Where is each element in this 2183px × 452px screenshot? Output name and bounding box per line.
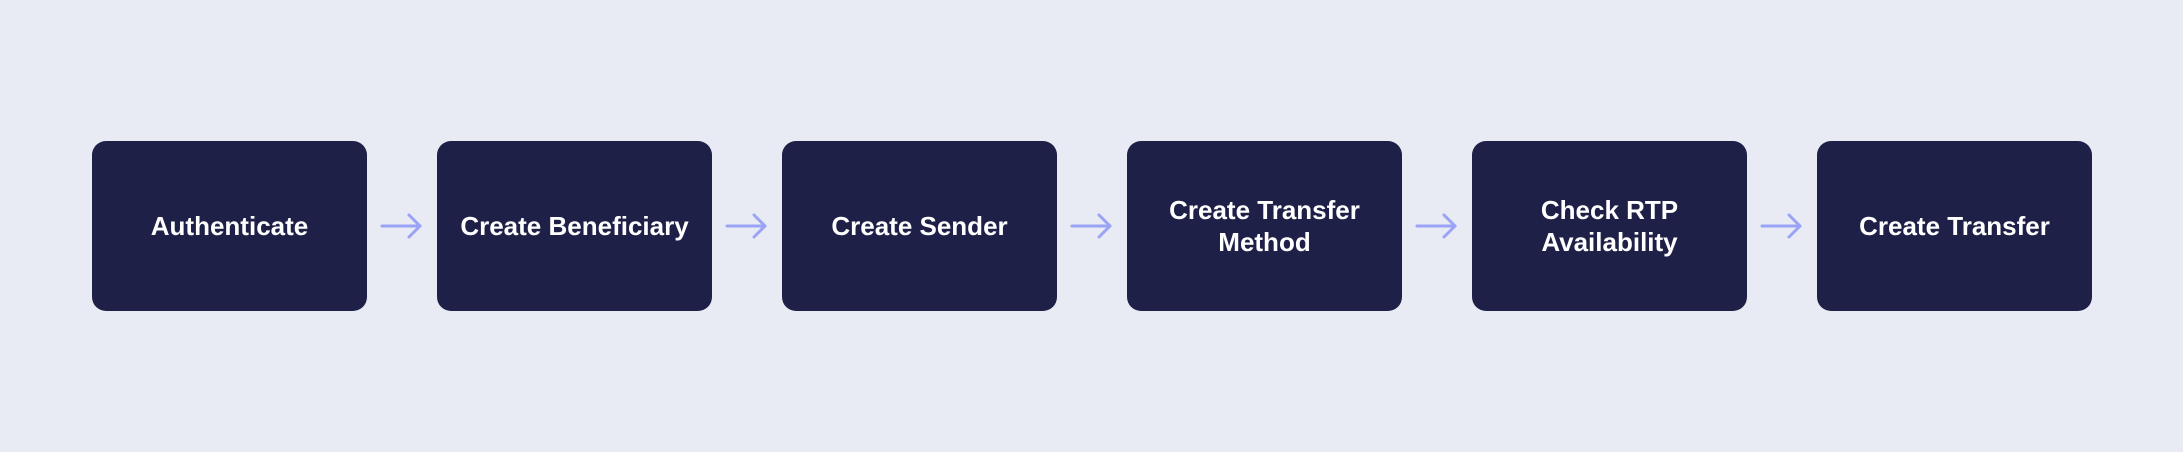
arrow-right-icon [1070,213,1112,239]
connector-5 [1747,141,1817,311]
arrow-right-icon [725,213,767,239]
step-create-beneficiary: Create Beneficiary [437,141,712,311]
step-authenticate: Authenticate [92,141,367,311]
step-check-rtp-availability: Check RTP Availability [1472,141,1747,311]
connector-2 [712,141,782,311]
process-flow: Authenticate Create Beneficiary Create S… [92,141,2092,311]
arrow-right-icon [380,213,422,239]
connector-3 [1057,141,1127,311]
step-create-transfer-method: Create Transfer Method [1127,141,1402,311]
step-create-sender: Create Sender [782,141,1057,311]
connector-4 [1402,141,1472,311]
arrow-right-icon [1760,213,1802,239]
step-create-transfer: Create Transfer [1817,141,2092,311]
connector-1 [367,141,437,311]
arrow-right-icon [1415,213,1457,239]
